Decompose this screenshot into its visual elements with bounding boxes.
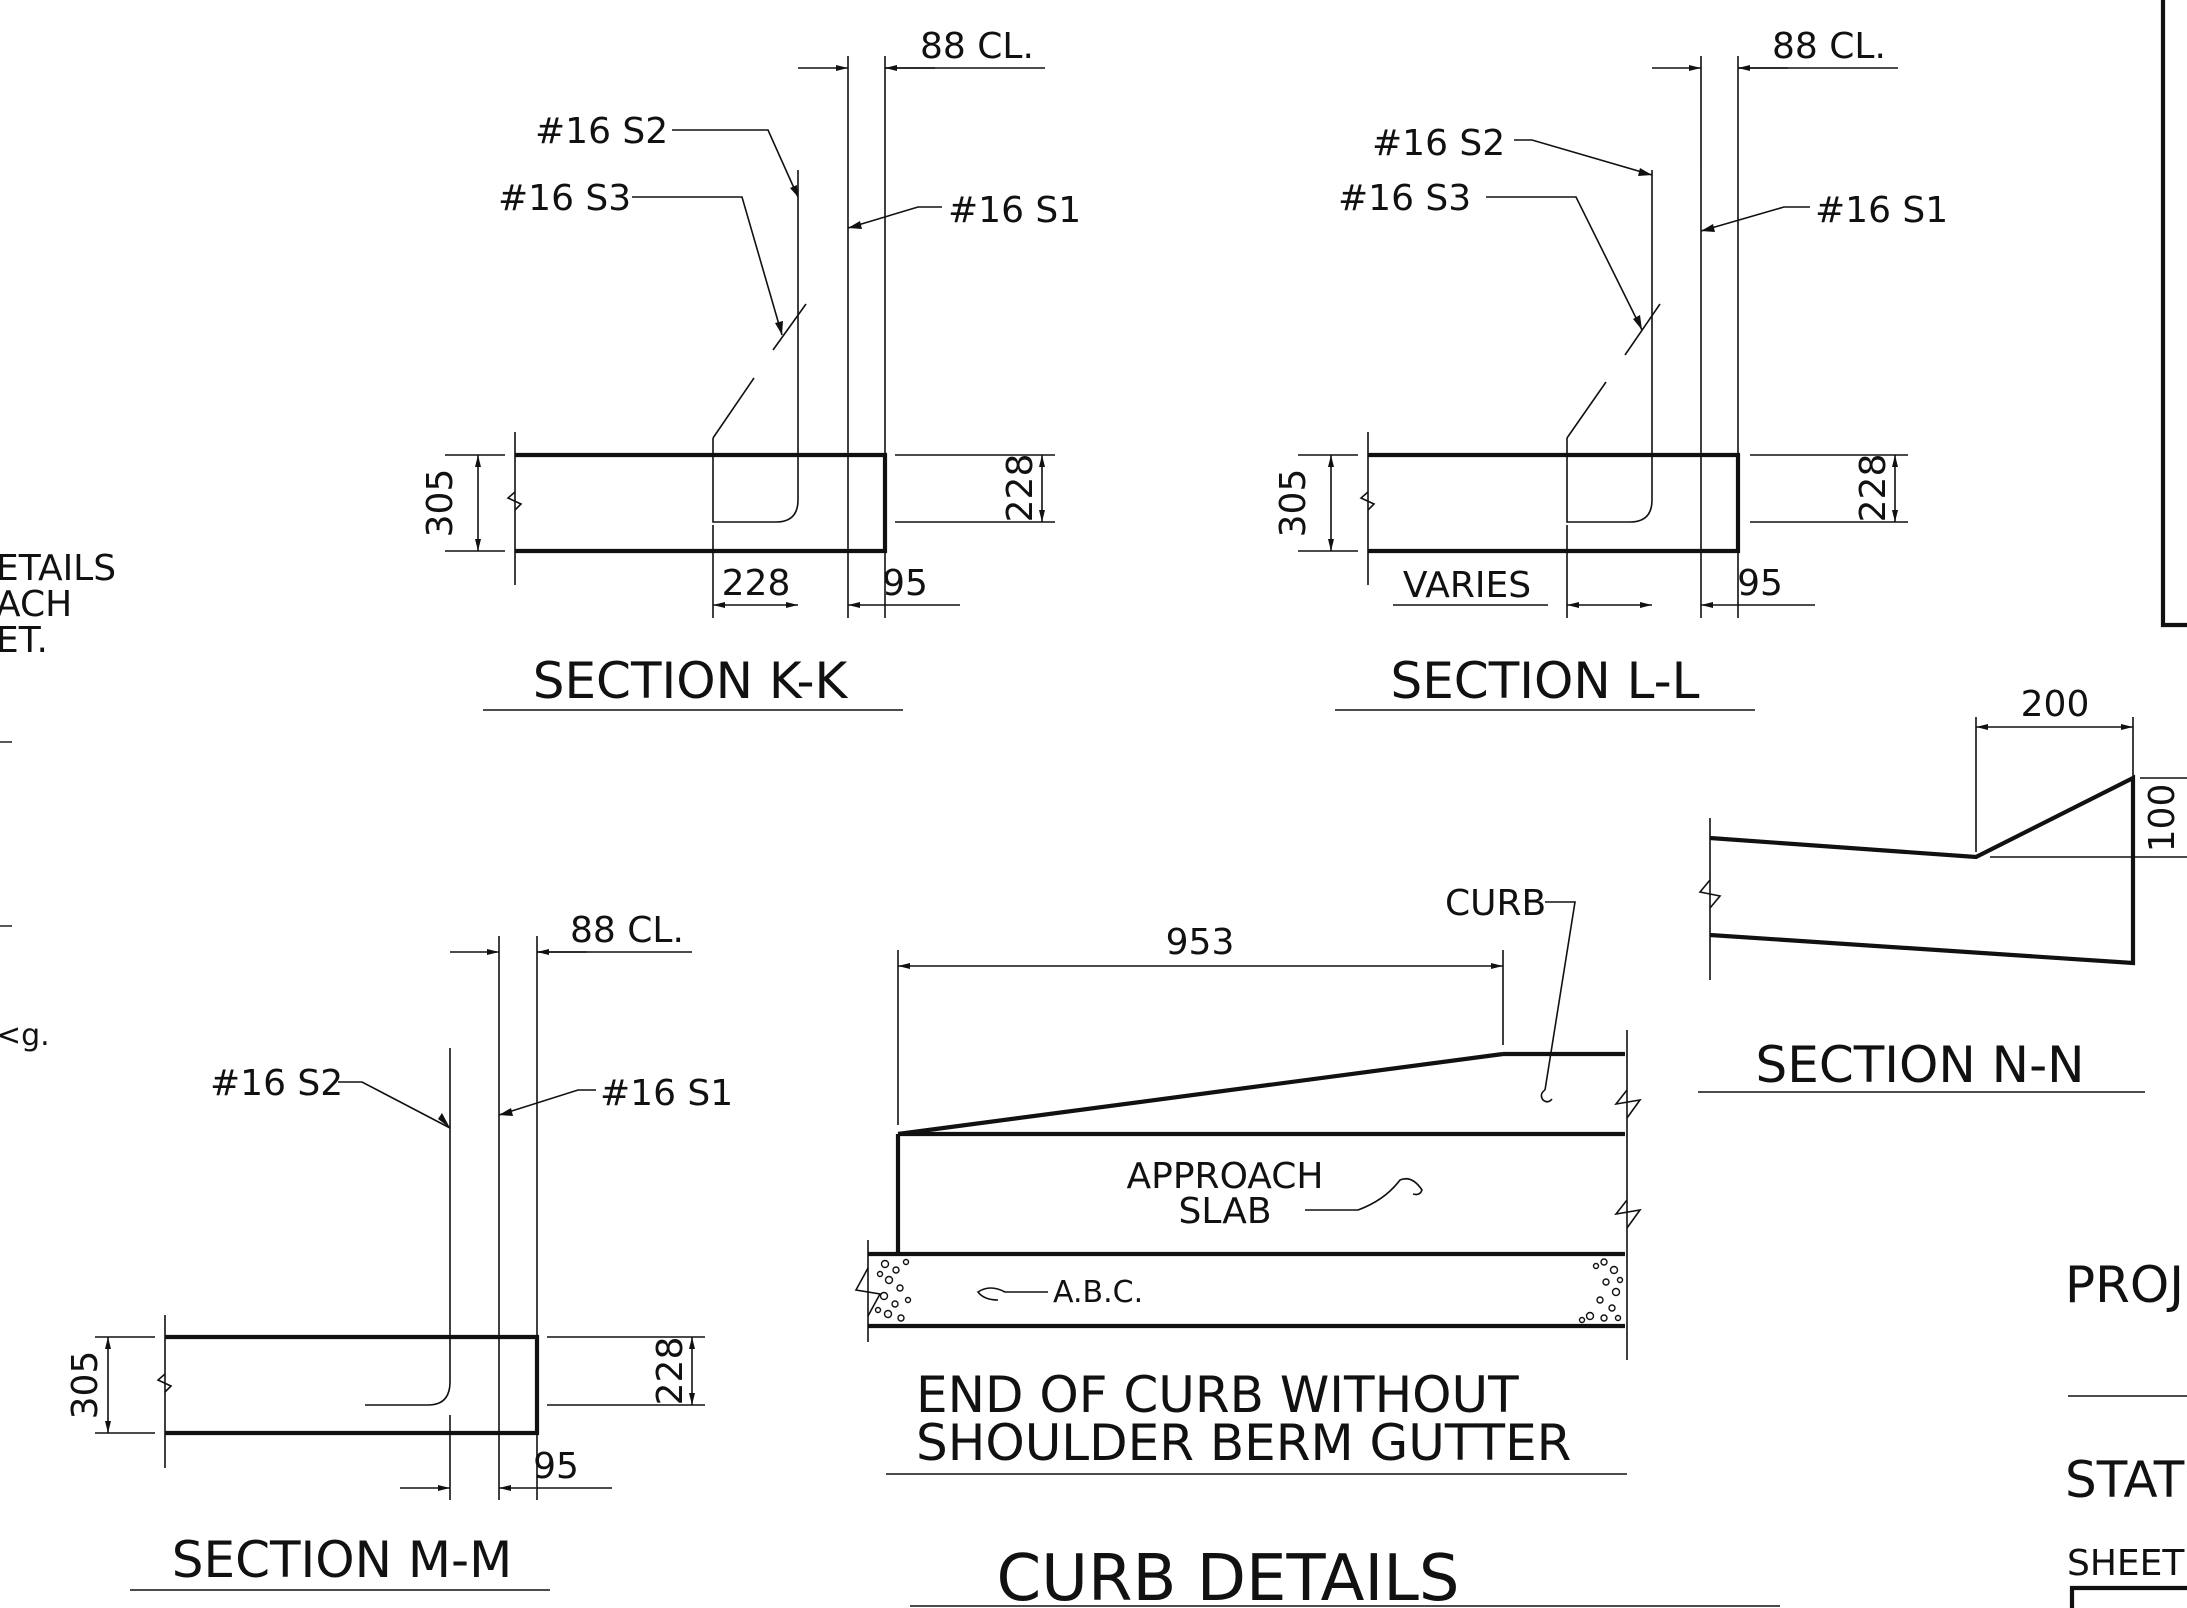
slab-label: SLAB	[1178, 1191, 1271, 1232]
bar-s2-label: #16 S2	[1372, 123, 1505, 164]
section-title: SECTION L-L	[1390, 652, 1699, 710]
bar-s1-label: #16 S1	[1815, 190, 1948, 231]
leader-line	[1514, 139, 1653, 176]
leader-line	[847, 206, 942, 229]
bar-s1-label: #16 S1	[600, 1073, 733, 1114]
leader-line	[498, 1089, 596, 1116]
leader-line	[672, 129, 799, 198]
sheet-box	[2069, 1585, 2187, 1608]
leader-line	[1544, 901, 1576, 1091]
aggregate-texture	[874, 1258, 1624, 1324]
clear-cover-label: 88 CL.	[570, 910, 684, 951]
left-edge-notes: ETAILS ACH ET. <g.	[0, 548, 116, 1053]
bar-s2	[712, 170, 799, 523]
slab-outline	[1368, 452, 1741, 554]
left-edge-kg: <g.	[0, 1018, 50, 1053]
abc-label: A.B.C.	[1053, 1275, 1143, 1310]
approach-label: APPROACH	[1127, 1156, 1324, 1197]
clear-cover-label: 88 CL.	[1772, 26, 1886, 67]
section-kk: 88 CL. #16 S2 #16 S3 #16 S1 305 228 228 …	[420, 26, 1081, 711]
dim-95: 95	[1737, 563, 1783, 604]
dim-305: 305	[420, 469, 461, 538]
break-symbol	[854, 1267, 882, 1317]
stat-fragment: STAT	[2065, 1451, 2185, 1509]
title-block-frame	[2160, 0, 2187, 628]
curb-slope-line	[897, 1051, 1504, 1137]
bar-s2-label: #16 S2	[535, 111, 668, 152]
detail-title-line-2: SHOULDER BERM GUTTER	[916, 1414, 1571, 1472]
dim-228-vertical: 228	[650, 1337, 691, 1406]
bar-s1-label: #16 S1	[948, 190, 1081, 231]
dim-100: 100	[2142, 784, 2183, 853]
leader-line	[1305, 1177, 1423, 1211]
clear-cover-label: 88 CL.	[920, 26, 1034, 67]
bar-s3-label: #16 S3	[498, 178, 631, 219]
sheet-title-block: CURB DETAILS	[910, 1542, 1780, 1608]
leader-arrowhead	[775, 321, 783, 335]
leader-arrowhead	[790, 185, 798, 197]
left-edge-note-line-3: ET.	[0, 620, 48, 661]
break-symbol	[506, 491, 523, 511]
break-symbol	[1359, 491, 1376, 511]
proj-fragment: PROJ	[2065, 1256, 2184, 1314]
section-title: SECTION N-N	[1755, 1036, 2084, 1094]
slab-outline	[515, 452, 888, 554]
sheet-fragment: SHEET	[2067, 1543, 2185, 1584]
leader-arrowhead	[499, 1108, 513, 1116]
leader-arrowhead	[1701, 224, 1715, 232]
dim-228-vertical: 228	[1000, 454, 1041, 523]
leader-arrowhead	[848, 221, 862, 229]
leader-arrowhead	[1638, 168, 1652, 176]
bar-s2	[1566, 170, 1653, 523]
dim-305: 305	[1273, 469, 1314, 538]
title-block: PROJ STAT SHEET	[2065, 0, 2187, 1608]
break-symbol	[1614, 1199, 1642, 1229]
leader-line	[976, 1287, 1048, 1301]
section-title: SECTION M-M	[172, 1531, 513, 1589]
leader-line	[1486, 196, 1643, 331]
left-edge-note-line-1: ETAILS	[0, 548, 116, 589]
dim-228-vertical: 228	[1853, 454, 1894, 523]
bar-s3-lower	[1566, 381, 1607, 439]
leader-line	[632, 196, 783, 336]
leader-line	[338, 1081, 451, 1129]
detail-title-line-1: END OF CURB WITHOUT	[916, 1366, 1519, 1424]
dim-95: 95	[882, 563, 928, 604]
dim-228-horizontal: 228	[722, 563, 791, 604]
end-of-curb-detail: 953 CURB APPROACH SLAB A.B.C. END OF CUR…	[854, 883, 1642, 1475]
bar-s3-label: #16 S3	[1338, 178, 1471, 219]
curb-label: CURB	[1445, 883, 1546, 924]
leader-tail	[1540, 1089, 1553, 1103]
section-ll: 88 CL. #16 S2 #16 S3 #16 S1 305 228 VARI…	[1273, 26, 1948, 711]
leader-line	[1700, 206, 1810, 232]
dim-varies: VARIES	[1403, 565, 1531, 606]
section-title: SECTION K-K	[533, 652, 849, 710]
dim-953: 953	[1166, 922, 1235, 963]
break-symbol	[1614, 1089, 1642, 1119]
sheet-title: CURB DETAILS	[996, 1542, 1459, 1608]
dim-95: 95	[533, 1446, 579, 1487]
section-mm: 88 CL. #16 S2 #16 S1 305 228 95 SECTION …	[65, 910, 733, 1591]
dim-200: 200	[2021, 684, 2090, 725]
section-outline	[1709, 774, 2136, 966]
leader-arrowhead	[1633, 315, 1642, 330]
bar-s2-label: #16 S2	[210, 1063, 343, 1104]
bar-s3-lower	[712, 377, 755, 439]
dim-305: 305	[65, 1351, 106, 1420]
leader-arrowhead	[438, 1113, 450, 1128]
section-nn: 200 100 SECTION N-N	[1698, 684, 2187, 1094]
bar-s2	[365, 1048, 451, 1406]
break-symbol	[1698, 879, 1722, 909]
bar-s3-upper	[772, 303, 807, 351]
slab-outline	[165, 1334, 540, 1436]
left-edge-note-line-2: ACH	[0, 584, 72, 625]
break-symbol	[156, 1373, 173, 1393]
